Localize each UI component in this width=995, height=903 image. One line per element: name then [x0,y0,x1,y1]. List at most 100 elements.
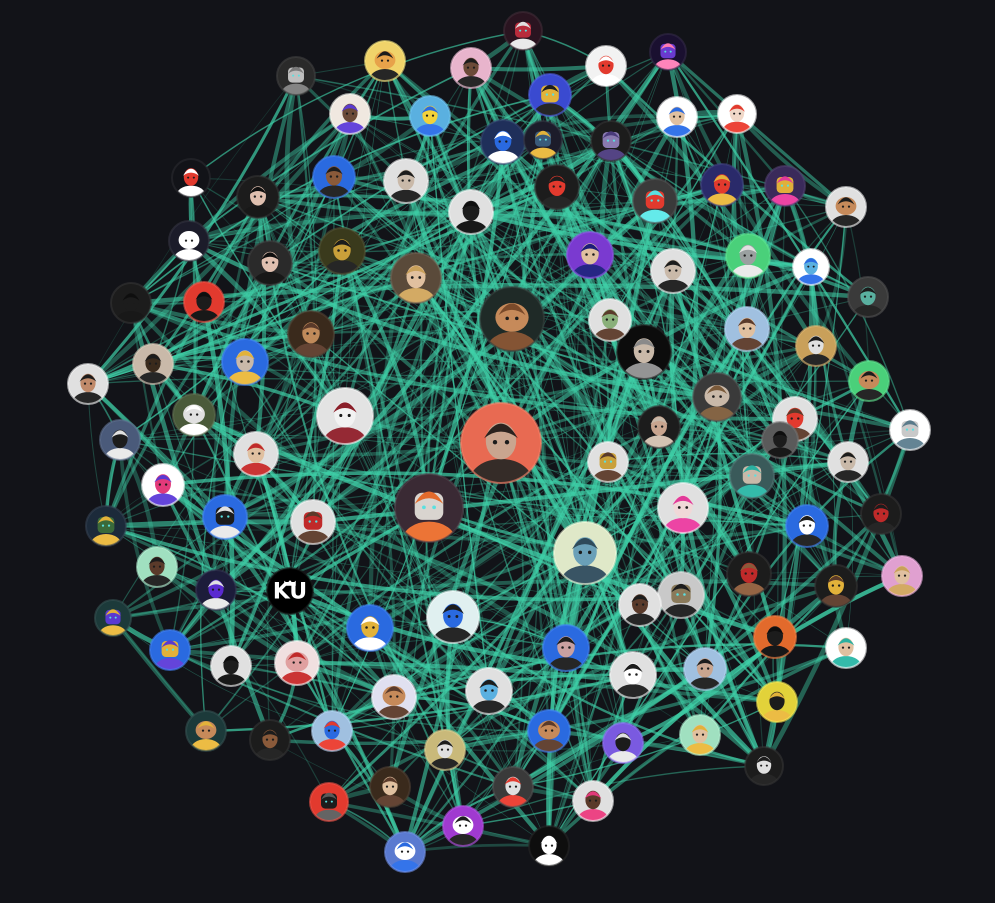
avatar-node-bear-blue-bg[interactable] [527,709,571,763]
avatar-node-blue-cute-monster[interactable] [311,710,353,761]
avatar-node-red-fox-monster[interactable] [726,551,772,607]
avatar-node-cap-man-dark[interactable] [492,766,534,817]
avatar-node-purple-ninja[interactable] [195,569,237,620]
avatar-node-penguin-purple[interactable] [442,805,484,856]
avatar-node-blue-blob-man[interactable] [465,667,513,725]
avatar-node-dark-hair-girl[interactable] [236,175,280,229]
avatar-node-red-hood-kid[interactable] [171,158,211,207]
avatar-node-red-robot-top[interactable] [503,11,543,60]
avatar-node-golden-helmet-blue[interactable] [149,629,191,680]
avatar-node-center-bearded-man[interactable] [460,402,542,503]
avatar-node-green-robot-left[interactable] [85,505,127,556]
avatar-node-pink-hat-girl[interactable] [233,431,279,487]
avatar-node-green-beard-man[interactable] [725,233,771,289]
avatar-node-capybara-wreath[interactable] [479,286,545,367]
avatar-node-grey-cartoon-man[interactable] [827,441,869,492]
avatar-node-daft-helmet[interactable] [764,165,806,216]
avatar-node-yellow-cartoon-hat[interactable] [346,604,394,662]
avatar-node-mask-sunglasses[interactable] [448,189,494,245]
avatar-node-blonde-cartoon-man[interactable] [679,714,721,765]
avatar-node-pink-pig-big[interactable] [274,640,320,696]
avatar-node-golden-smile-right[interactable] [814,564,858,618]
avatar-node-cartoon-hat-man[interactable] [724,306,770,362]
avatar-node-red-masked-hero[interactable] [183,281,225,332]
avatar-node-blue-cat[interactable] [480,119,526,175]
avatar-node-anime-man-left[interactable] [618,583,662,637]
avatar-node-gold-mask[interactable] [587,441,629,492]
avatar-node-long-hair-woman[interactable] [369,766,411,817]
avatar-node-shiba-dog[interactable] [364,40,406,91]
avatar-node-blonde-woman[interactable] [390,252,442,316]
avatar-node-rainbow-hair-man[interactable] [572,780,614,831]
avatar-node-bald-man-white-tee[interactable] [637,405,681,459]
avatar-node-yellow-hair-cartoon[interactable] [756,681,798,732]
avatar-node-armored-knight[interactable] [657,571,705,629]
avatar-node-green-robot-2[interactable] [94,599,132,645]
avatar-node-cyborg-girl[interactable] [729,453,775,509]
avatar-node-dark-coat-woman[interactable] [744,746,784,795]
avatar-node-pink-frame-woman[interactable] [881,555,923,606]
avatar-node-helmet-man-small[interactable] [276,56,316,105]
avatar-node-lady-blue-hat[interactable] [553,521,617,600]
avatar-node-hooded-figure[interactable] [210,645,252,696]
avatar-node-blue-hair-doll[interactable] [656,96,698,147]
avatar-node-teal-hair-boy[interactable] [825,627,867,678]
avatar-node-cartoon-glasses-man[interactable] [542,624,590,682]
avatar-node-bear-cartoon[interactable] [371,674,417,730]
avatar-node-red-arcade-robot[interactable] [632,178,678,234]
avatar-node-white-robot-right[interactable] [889,409,931,460]
avatar-node-bald-man-pink[interactable] [450,47,492,98]
avatar-node-anime-dark-hair[interactable] [247,240,293,296]
avatar-node-dark-cap-man[interactable] [132,343,174,394]
avatar-node-ghost-cartoon[interactable] [424,729,466,780]
avatar-node-purple-astronaut[interactable] [649,33,687,79]
avatar-node-yellow-sponge[interactable] [409,95,451,146]
avatar-node-white-mask-ninja[interactable] [316,387,374,458]
avatar-node-red-demon[interactable] [860,493,902,544]
avatar-node-masked-man-red[interactable] [795,325,837,376]
avatar-node-cartoon-boy-green[interactable] [136,546,178,597]
avatar-node-purple-robot-head[interactable] [590,120,632,171]
avatar-node-pirate-dog-right[interactable] [825,186,867,237]
avatar-node-grey-dog-hat[interactable] [692,372,742,433]
avatar-node-blue-capped-man[interactable] [602,722,644,773]
avatar-node-zombie-hat[interactable] [588,298,632,352]
avatar-node-blue-blob-helmet[interactable] [426,590,480,656]
avatar-node-astronaut-robot[interactable] [394,473,464,559]
avatar-node-gold-man-wall[interactable] [318,227,366,286]
avatar-node-blue-bird[interactable] [384,831,426,882]
avatar-node-red-hat-figure[interactable] [534,164,580,220]
avatar-node-white-glove-cartoon[interactable] [609,651,657,709]
avatar-node-dark-robot-red[interactable] [309,782,349,831]
avatar-node-white-silhouette[interactable] [528,825,570,876]
avatar-node-man-purple-cap[interactable] [329,93,371,144]
avatar-node-hazmat-man[interactable] [221,338,269,397]
avatar-node-capybara-green-bg[interactable] [848,360,890,411]
avatar-node-white-avatar-red-ring[interactable] [717,94,757,143]
avatar-node-golden-astronaut[interactable] [528,73,572,126]
avatar-node-headset-man-white[interactable] [650,248,696,304]
avatar-node-chef-bear[interactable] [172,393,216,447]
avatar-node-capybara-hat[interactable] [185,710,227,761]
avatar-node-orange-hood[interactable] [753,615,797,669]
avatar-node-hooded-warrior[interactable] [99,419,141,470]
avatar-node-silhouette-left[interactable] [761,421,799,467]
avatar-node-white-bunny[interactable] [168,220,210,271]
avatar-node-blue-cartoon-kid[interactable] [792,248,830,294]
avatar-node-ku-logo[interactable]: KU [266,567,314,615]
avatar-node-girl-camera[interactable] [67,363,109,414]
avatar-node-dark-helmet-left[interactable] [523,120,563,169]
avatar-node-pirate-man[interactable] [287,310,335,369]
avatar-node-helmet-guy-bluebg[interactable] [202,494,248,550]
avatar-node-white-glasses-skull[interactable] [785,504,829,558]
avatar-node-pink-pig-cartoon[interactable] [141,463,185,517]
avatar-node-red-cap-toy[interactable] [585,45,627,96]
avatar-node-beanie-man[interactable] [383,158,429,214]
avatar-node-pink-hair-girl[interactable] [657,482,709,546]
avatar-node-robot-face-left[interactable] [290,499,336,555]
avatar-node-mario-group[interactable] [700,163,744,217]
avatar-node-dark-sunglass-man[interactable] [110,282,152,333]
avatar-node-man-glasses-blue[interactable] [683,647,727,701]
avatar-node-curly-man-blue[interactable] [312,155,356,209]
avatar-node-girl-dark-bg[interactable] [249,719,291,770]
